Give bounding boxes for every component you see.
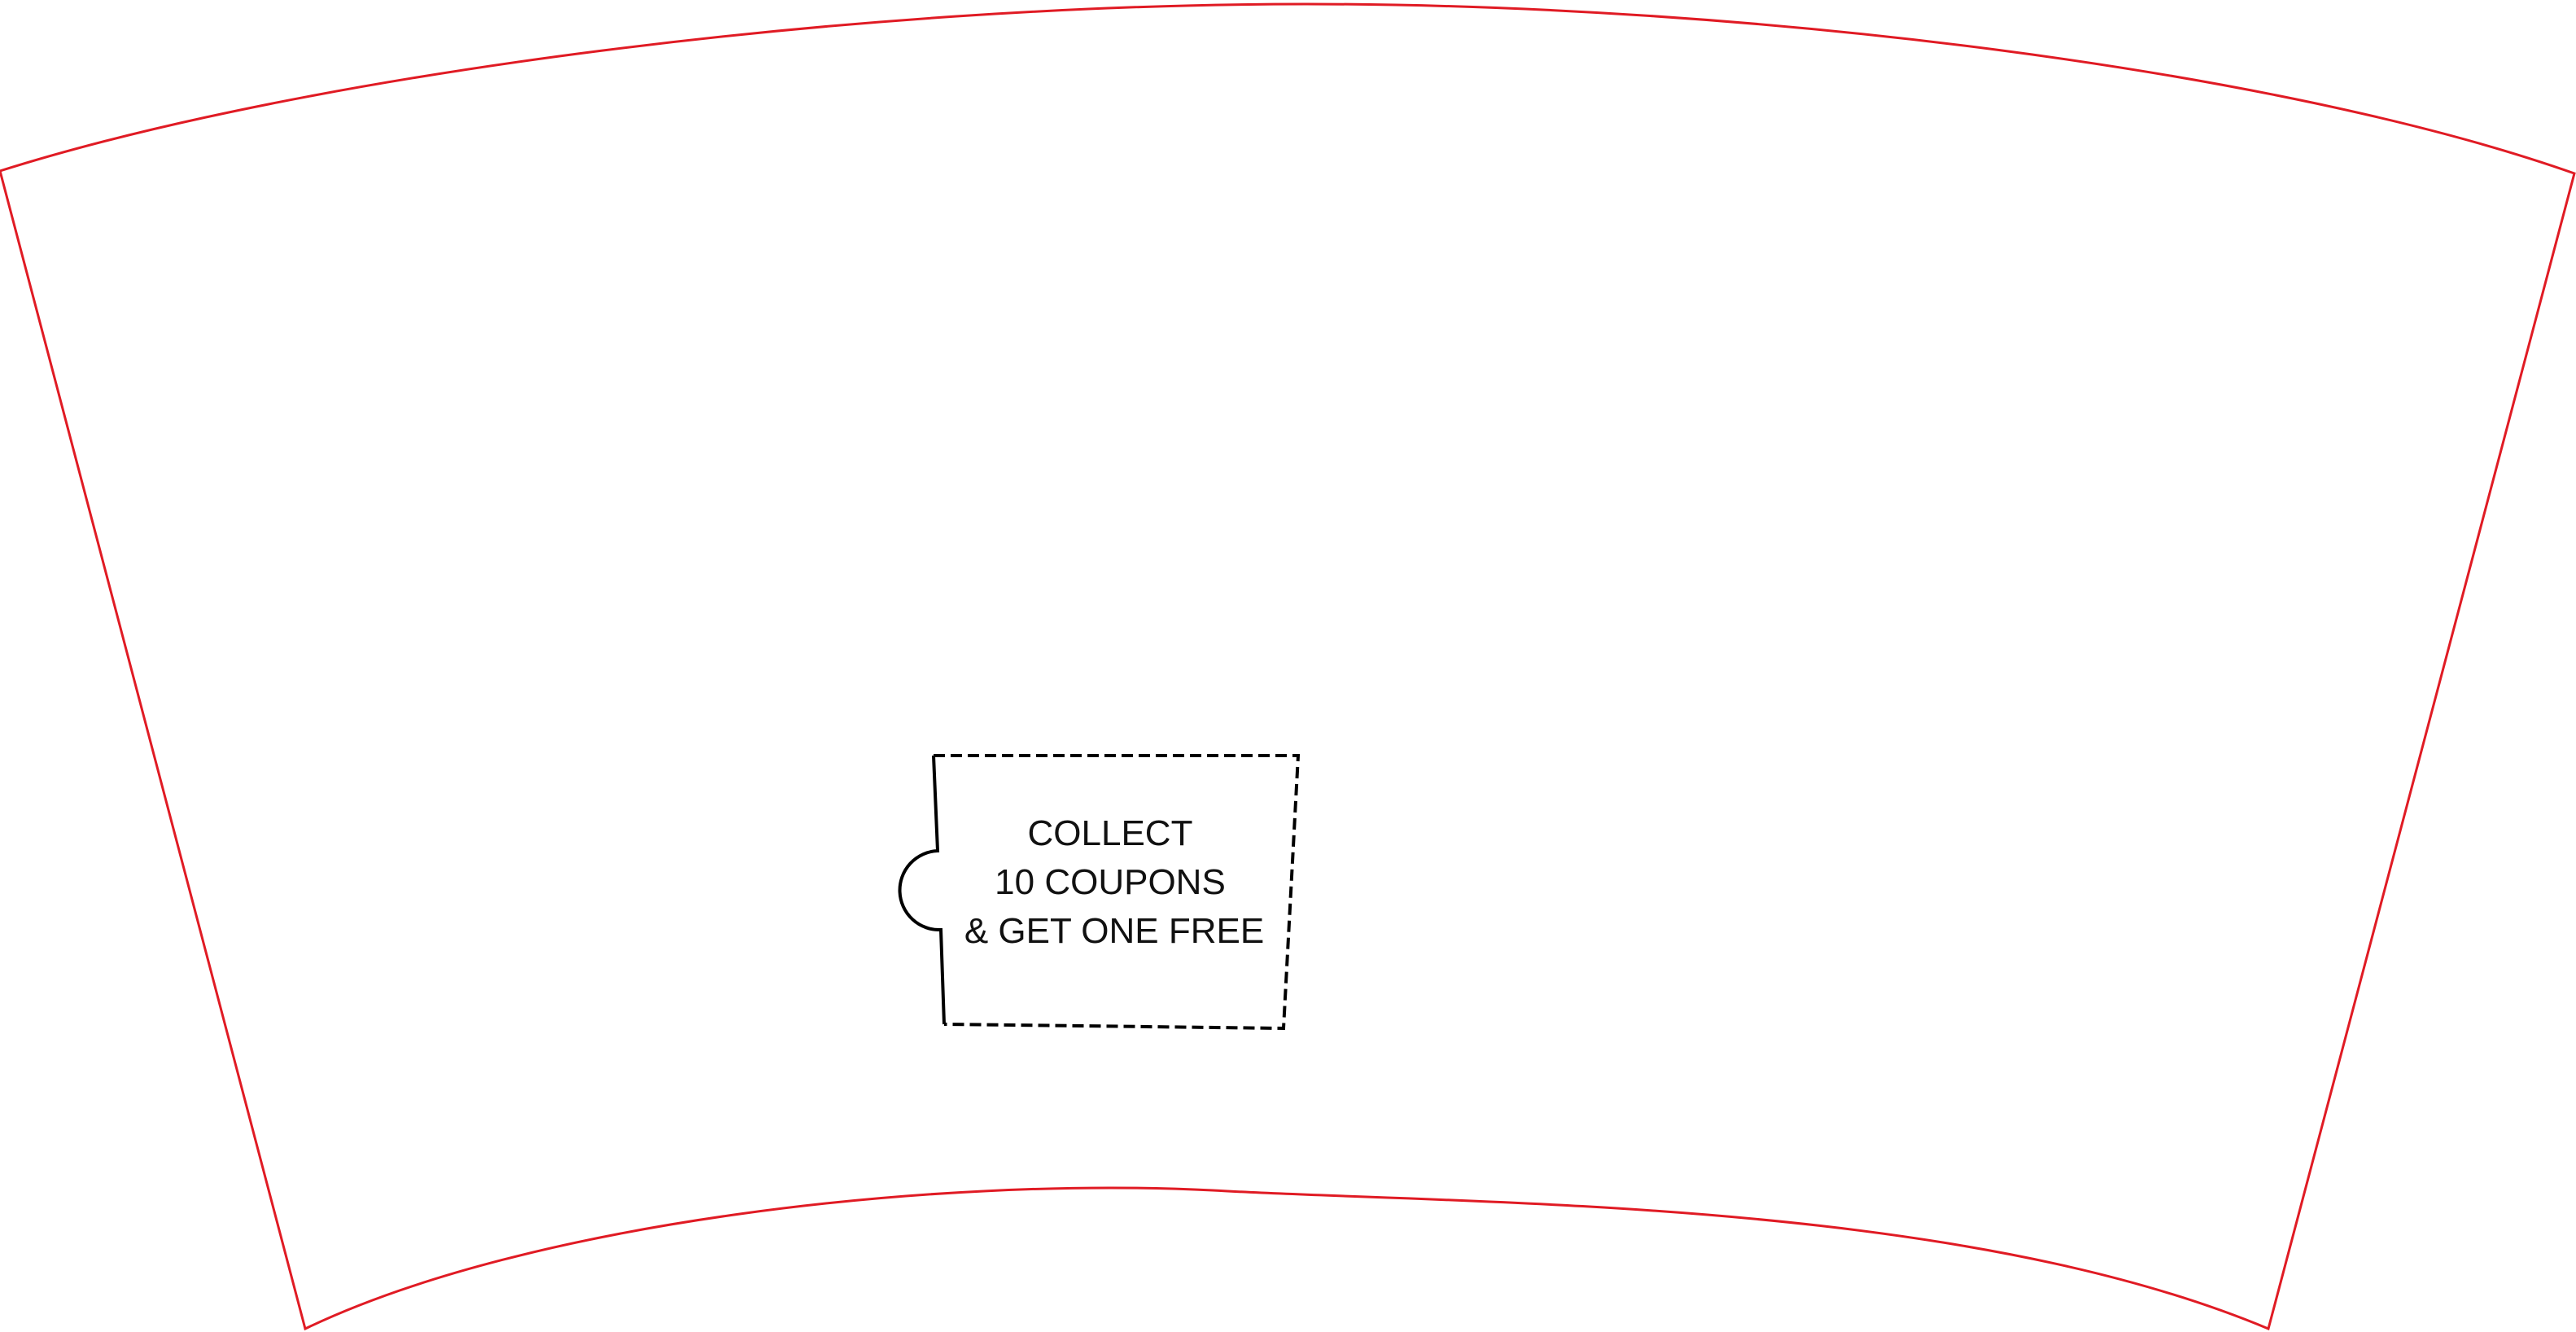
coupon: COLLECT 10 COUPONS & GET ONE FREE — [898, 754, 1301, 1031]
coupon-text-line-3: & GET ONE FREE — [964, 911, 1264, 951]
coupon-text-line-1: COLLECT — [1028, 813, 1193, 853]
coupon-tab-edge — [898, 755, 946, 1025]
coupon-perforation — [934, 754, 1301, 1031]
coupon-text-line-2: 10 COUPONS — [995, 862, 1226, 902]
